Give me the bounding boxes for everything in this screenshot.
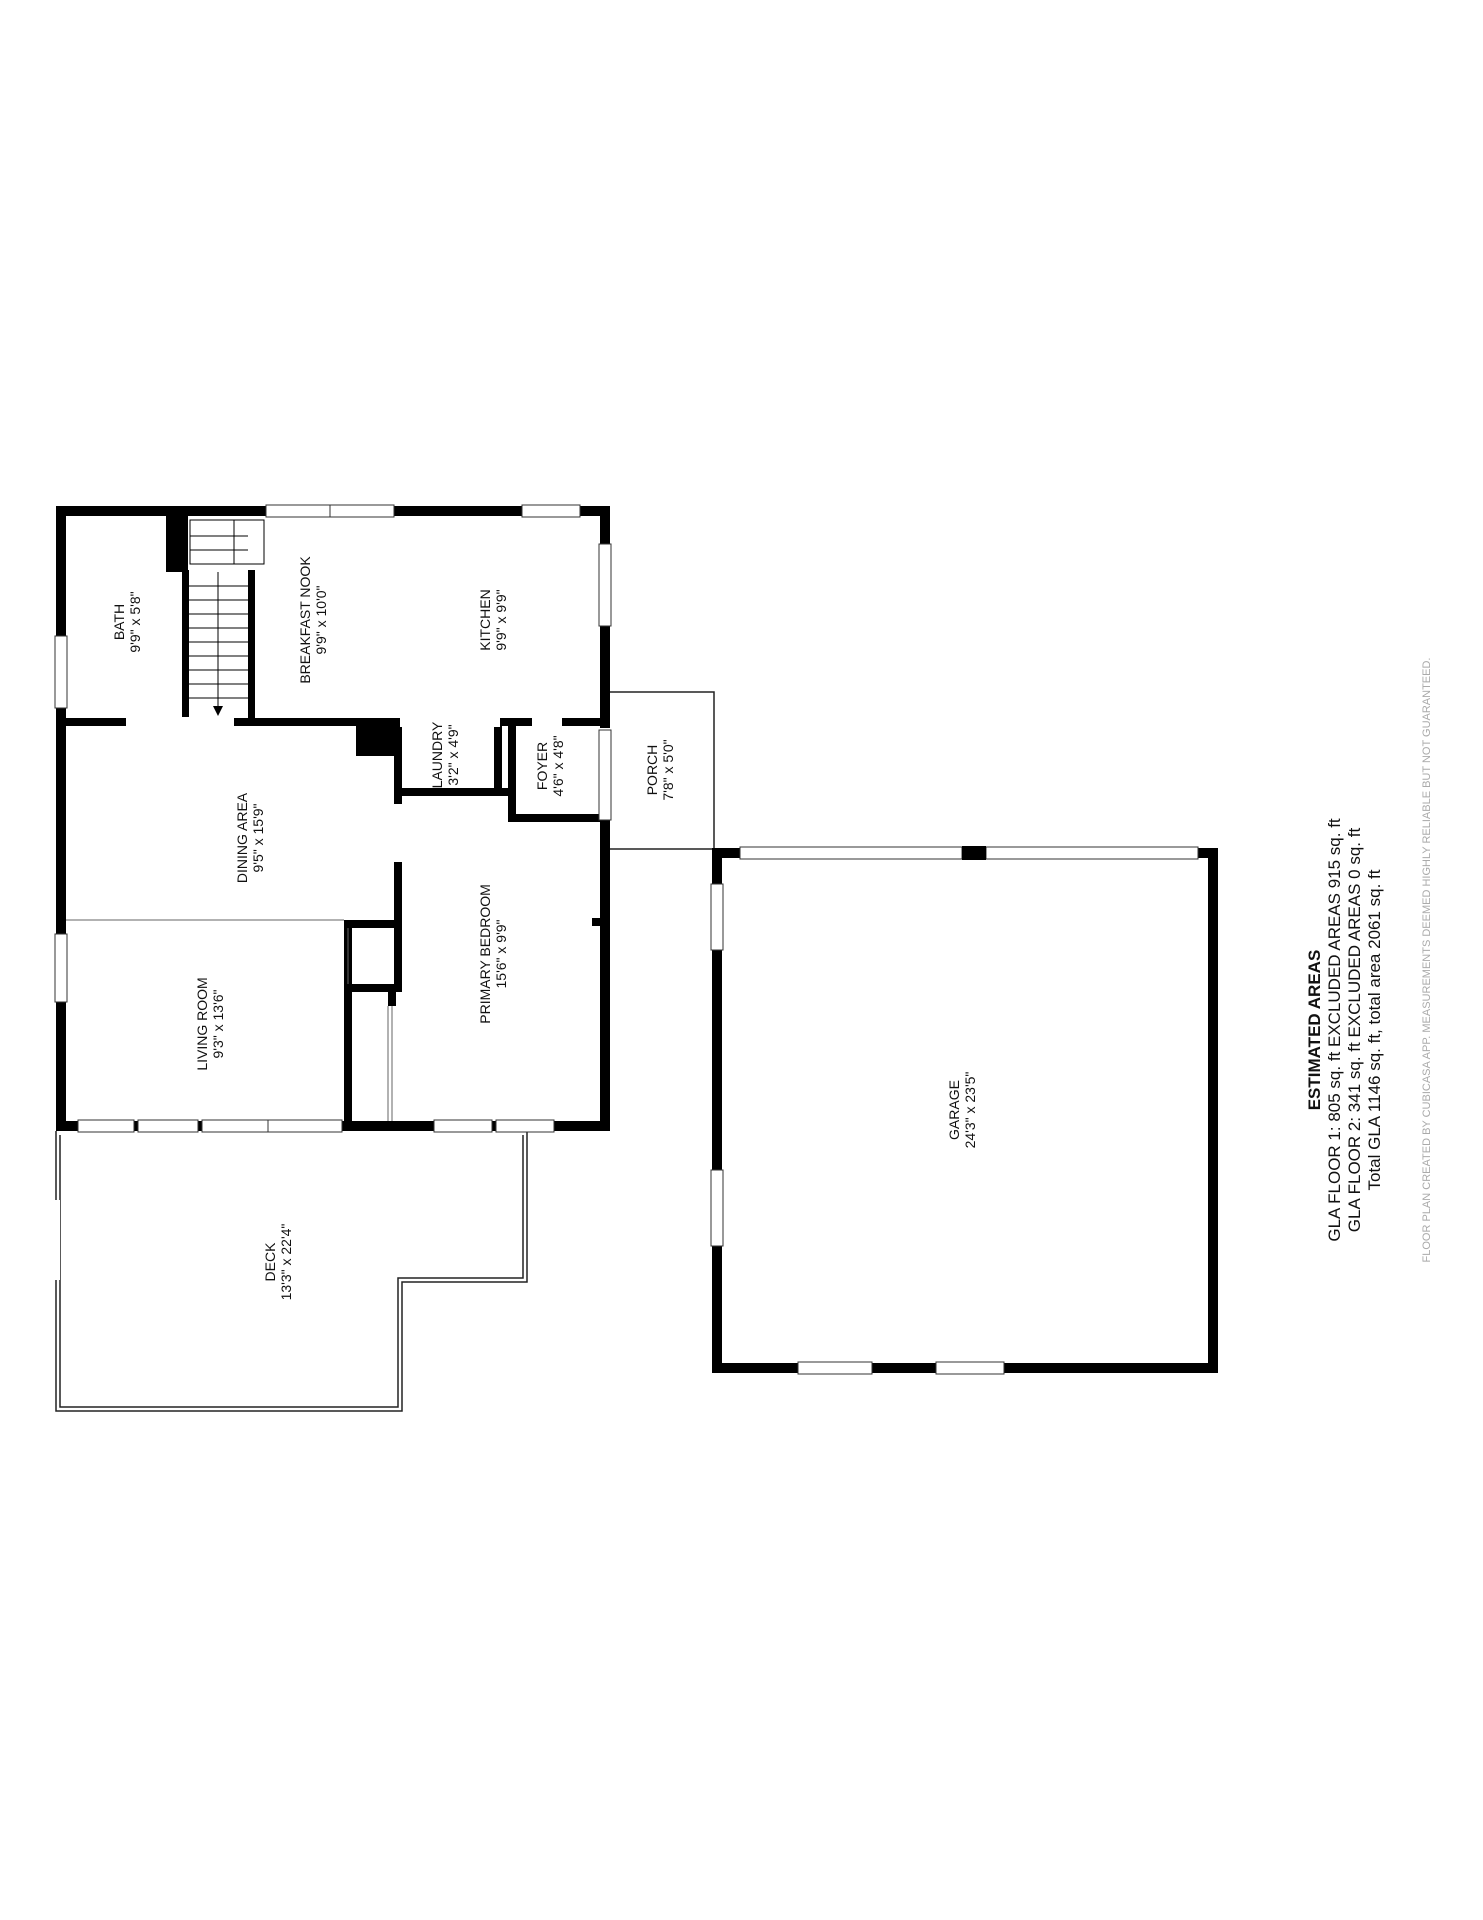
deck-outline [55, 1131, 528, 1412]
primary-bedroom-label: PRIMARY BEDROOM15'6" x 9'9" [477, 884, 509, 1024]
foyer-label: FOYER4'6" x 4'8" [534, 735, 566, 796]
foyer-bottom-wall [508, 814, 610, 822]
dining-area-dims: 9'5" x 15'9" [250, 803, 266, 872]
thin-lines [66, 919, 393, 1121]
deck-dims: 13'3" x 22'4" [278, 1224, 294, 1301]
closet-right-wall [388, 984, 396, 1006]
living-room-dims: 9'3" x 13'6" [210, 989, 226, 1058]
garage-post [962, 846, 986, 860]
deck-label: DECK13'3" x 22'4" [262, 1224, 294, 1301]
stairs [189, 519, 265, 712]
estimated-areas-line-1: GLA FLOOR 1: 805 sq. ft EXCLUDED AREAS 9… [1325, 818, 1344, 1242]
mid-wall-1 [56, 718, 126, 726]
closet-left-wall [344, 920, 352, 1131]
deck-gap [52, 1200, 60, 1280]
bath-label: BATH9'9" x 5'8" [111, 591, 143, 652]
estimated-areas-line-2: GLA FLOOR 2: 341 sq. ft EXCLUDED AREAS 0… [1345, 828, 1364, 1233]
foyer-left-wall [508, 722, 516, 822]
dining-area-label: DINING AREA9'5" x 15'9" [234, 792, 266, 883]
estimated-areas: ESTIMATED AREAS GLA FLOOR 1: 805 sq. ft … [1305, 818, 1384, 1242]
bedroom-left-wall-1 [394, 788, 402, 804]
foyer-name: FOYER [534, 742, 550, 790]
living-room-name: LIVING ROOM [194, 977, 210, 1070]
garage-dims: 24'3" x 23'5" [962, 1072, 978, 1149]
stair-left-wall [182, 570, 189, 724]
porch-label: PORCH7'8" x 5'0" [644, 739, 676, 800]
mid-wall-2 [234, 718, 320, 726]
estimated-areas-title: ESTIMATED AREAS [1305, 950, 1324, 1111]
primary-bedroom-name: PRIMARY BEDROOM [477, 884, 493, 1024]
house-openings [54, 504, 612, 1133]
deck-name: DECK [262, 1242, 278, 1282]
porch-dims: 7'8" x 5'0" [660, 739, 676, 800]
bedroom-right-nub [592, 918, 600, 926]
kitchen-label: KITCHEN9'9" x 9'9" [477, 589, 509, 650]
closet-mid-wall [344, 984, 400, 992]
closet-top-wall [344, 920, 400, 928]
garage-openings [710, 846, 1199, 1375]
left-wall [56, 506, 66, 1131]
laundry-left-wall [394, 722, 402, 792]
breakfast-nook-dims: 9'9" x 10'0" [313, 585, 329, 654]
dining-chimney [356, 722, 398, 756]
porch-outline [608, 691, 715, 850]
right-wall-lower [600, 820, 610, 1131]
bath-chimney [166, 516, 188, 572]
stair-arrow-icon [213, 706, 223, 716]
breakfast-nook-label: BREAKFAST NOOK9'9" x 10'0" [297, 556, 329, 684]
mid-wall-5 [562, 718, 610, 726]
primary-bedroom-dims: 15'6" x 9'9" [493, 919, 509, 988]
garage-name: GARAGE [946, 1080, 962, 1140]
bath-name: BATH [111, 604, 127, 640]
door-gaps [126, 717, 500, 862]
laundry-label: LAUNDRY3'2" x 4'9" [429, 721, 461, 788]
porch-name: PORCH [644, 745, 660, 796]
disclaimer-text: FLOOR PLAN CREATED BY CUBICASA APP. MEAS… [1421, 658, 1433, 1263]
laundry-bottom-wall [398, 788, 514, 796]
garage-label: GARAGE24'3" x 23'5" [946, 1072, 978, 1149]
foyer-dims: 4'6" x 4'8" [550, 735, 566, 796]
laundry-right-wall [494, 722, 502, 792]
laundry-name: LAUNDRY [429, 721, 445, 788]
dining-area-name: DINING AREA [234, 792, 250, 883]
living-room-label: LIVING ROOM9'3" x 13'6" [194, 977, 226, 1070]
estimated-areas-line-3: Total GLA 1146 sq. ft, total area 2061 s… [1365, 869, 1384, 1190]
kitchen-name: KITCHEN [477, 589, 493, 650]
laundry-dims: 3'2" x 4'9" [445, 724, 461, 785]
stair-right-wall [248, 570, 255, 724]
kitchen-dims: 9'9" x 9'9" [493, 589, 509, 650]
breakfast-nook-name: BREAKFAST NOOK [297, 556, 313, 684]
bath-dims: 9'9" x 5'8" [127, 591, 143, 652]
